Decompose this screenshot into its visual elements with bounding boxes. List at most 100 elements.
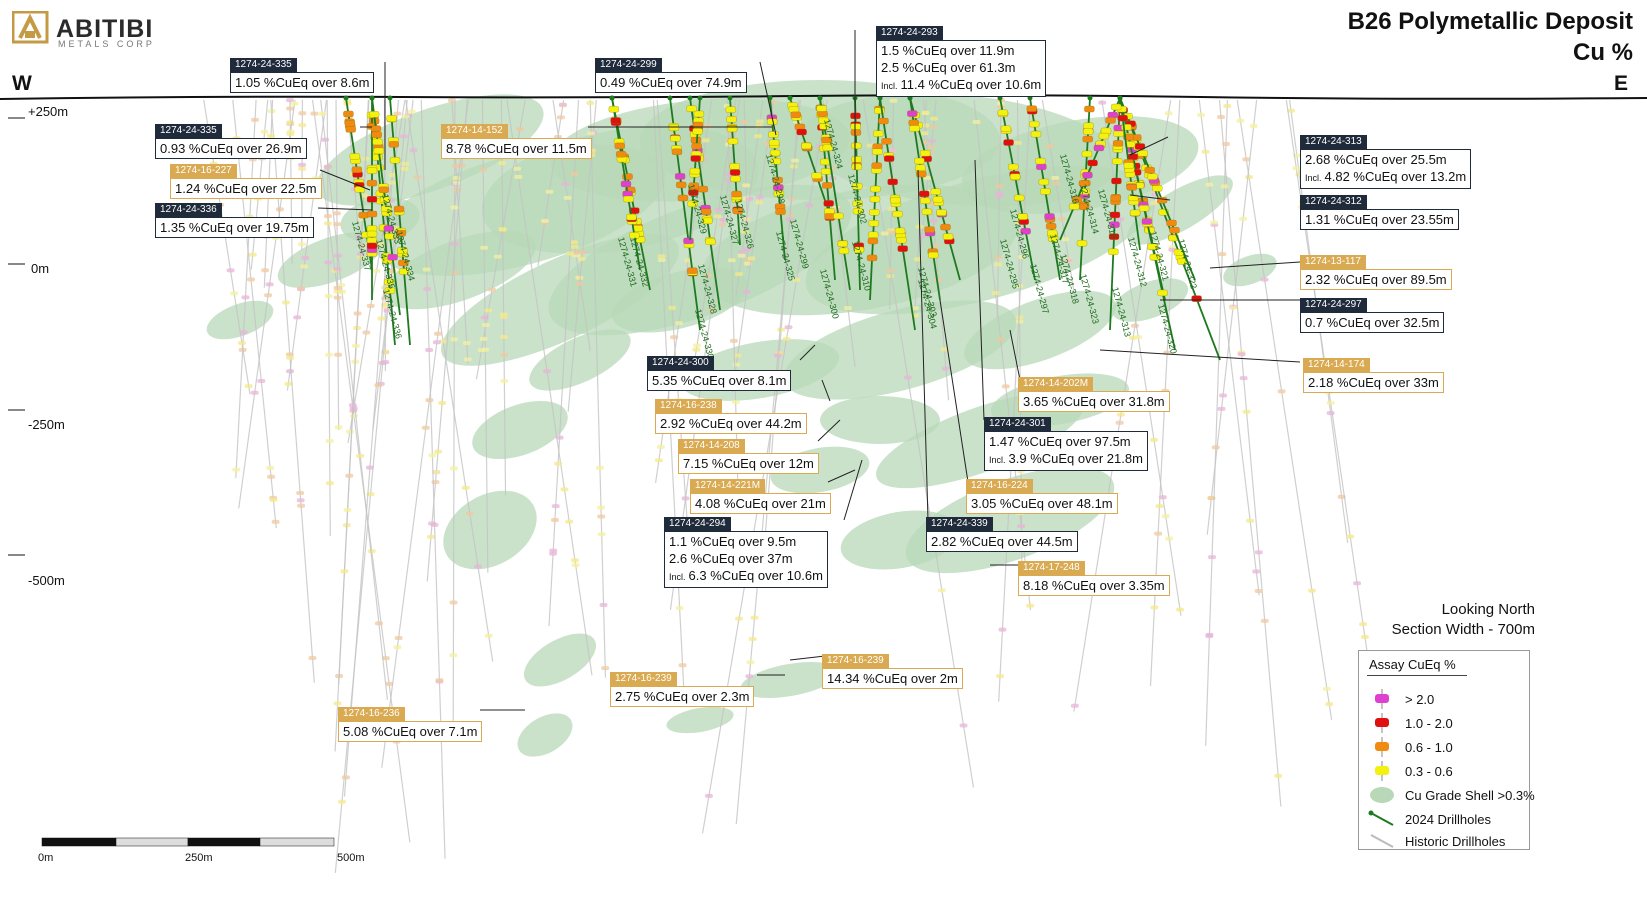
- historic-assay-bead: [560, 487, 569, 492]
- collar-marker: [387, 95, 393, 101]
- historic-assay-bead: [1260, 618, 1269, 623]
- callout-hole-id: 1274-24-297: [1300, 298, 1367, 312]
- historic-assay-bead: [516, 127, 525, 132]
- historic-assay-bead: [230, 291, 239, 296]
- historic-assay-bead: [792, 277, 801, 282]
- assay-bead: [727, 138, 739, 145]
- historic-assay-bead: [334, 352, 343, 357]
- historic-assay-bead: [791, 158, 800, 163]
- elevation-label: 0m: [31, 261, 50, 276]
- historic-assay-bead: [704, 793, 713, 798]
- historic-assay-bead: [1018, 255, 1027, 260]
- assay-bead: [881, 138, 892, 145]
- callout-value-text: 5.35 %CuEq over 8.1m: [652, 373, 787, 388]
- historic-assay-bead: [668, 305, 677, 310]
- callout-value-line: 1.05 %CuEq over 8.6m: [235, 74, 369, 91]
- grade-shell: [316, 94, 544, 206]
- assay-bead: [379, 196, 391, 203]
- historic-assay-bead: [657, 254, 666, 259]
- historic-assay-bead: [341, 775, 350, 780]
- historic-assay-bead: [1219, 393, 1228, 398]
- historic-assay-bead: [378, 360, 387, 365]
- historic-assay-bead: [784, 325, 793, 330]
- assay-bead: [1036, 163, 1047, 170]
- historic-assay-bead: [1070, 703, 1079, 708]
- historic-assay-bead: [543, 369, 552, 374]
- historic-assay-bead: [718, 222, 727, 227]
- callout-leader: [799, 344, 816, 361]
- historic-assay-bead: [388, 180, 397, 185]
- historic-assay-bead: [805, 203, 814, 208]
- callout-value-text: 2.75 %CuEq over 2.3m: [615, 689, 750, 704]
- historic-assay-bead: [755, 124, 764, 129]
- historic-assay-bead: [575, 281, 584, 286]
- historic-assay-bead: [394, 635, 403, 640]
- historic-assay-bead: [1322, 686, 1331, 691]
- assay-bead: [705, 238, 716, 245]
- historic-assay-bead: [740, 229, 749, 234]
- assay-bead: [629, 232, 640, 239]
- legend-item: Historic Drillholes: [1367, 831, 1527, 851]
- callout-value-line: 5.08 %CuEq over 7.1m: [343, 723, 477, 740]
- assay-bead: [909, 125, 920, 132]
- historic-assay-bead: [334, 425, 343, 430]
- assay-bead: [890, 197, 901, 204]
- historic-assay-bead: [1116, 217, 1125, 222]
- historic-assay-bead: [323, 214, 332, 219]
- historic-assay-bead: [1013, 140, 1022, 145]
- assay-bead: [768, 131, 779, 138]
- assay-bead: [668, 124, 680, 131]
- title-line-1: B26 Polymetallic Deposit: [1347, 8, 1633, 35]
- historic-assay-bead: [693, 343, 702, 348]
- callout-value-line: 2.68 %CuEq over 25.5m: [1305, 151, 1466, 168]
- collar-marker: [369, 95, 375, 101]
- assay-bead: [690, 136, 702, 144]
- east-label: E: [1614, 72, 1629, 95]
- historic-assay-bead: [1155, 504, 1164, 509]
- assay-bead: [871, 162, 882, 169]
- historic-assay-bead: [913, 257, 922, 262]
- callout-hole-id: 1274-14-221M: [690, 479, 766, 493]
- assay-bead: [366, 210, 378, 218]
- page-title: B26 Polymetallic Deposit Cu %: [1348, 6, 1633, 68]
- callout-hole-id: 1274-14-174: [1303, 358, 1370, 372]
- callout-value-text: 0.49 %CuEq over 74.9m: [600, 75, 742, 90]
- historic-assay-bead: [911, 306, 920, 311]
- historic-assay-bead: [401, 114, 410, 119]
- assay-bead: [908, 119, 919, 127]
- historic-assay-bead: [670, 335, 679, 340]
- company-logo: ABITIBI METALS CORP: [12, 9, 172, 49]
- historic-assay-bead: [1164, 111, 1173, 116]
- assay-bead: [811, 172, 822, 179]
- assay-bead: [924, 226, 935, 233]
- historic-assay-bead: [1217, 115, 1226, 120]
- historic-assay-bead: [286, 106, 295, 111]
- callout-values: 1.05 %CuEq over 8.6m: [230, 72, 375, 93]
- historic-assay-bead: [927, 144, 936, 149]
- historic-assay-bead: [296, 491, 305, 496]
- callout-value-text: 8.18 %CuEq over 3.35m: [1023, 578, 1165, 593]
- assay-bead: [1144, 166, 1155, 174]
- historic-assay-bead: [1197, 113, 1206, 118]
- historic-assay-bead: [399, 134, 408, 139]
- historic-assay-bead: [297, 286, 306, 291]
- assay-bead: [381, 205, 392, 212]
- assay-bead: [1082, 171, 1093, 179]
- historic-assay-bead: [226, 268, 235, 273]
- historic-assay-bead: [678, 663, 687, 668]
- historic-assay-bead: [1236, 118, 1245, 123]
- assay-bead: [702, 217, 713, 224]
- collar-marker: [697, 95, 703, 101]
- callout-values: 0.93 %CuEq over 26.9m: [155, 138, 307, 159]
- historic-assay-bead: [285, 98, 294, 103]
- historic-assay-bead: [333, 222, 342, 227]
- callout-value-line: 5.35 %CuEq over 8.1m: [652, 372, 786, 389]
- historic-assay-bead: [1210, 220, 1219, 225]
- historic-drillhole: [235, 99, 257, 479]
- historic-assay-bead: [428, 453, 437, 458]
- callout-leader: [789, 655, 826, 661]
